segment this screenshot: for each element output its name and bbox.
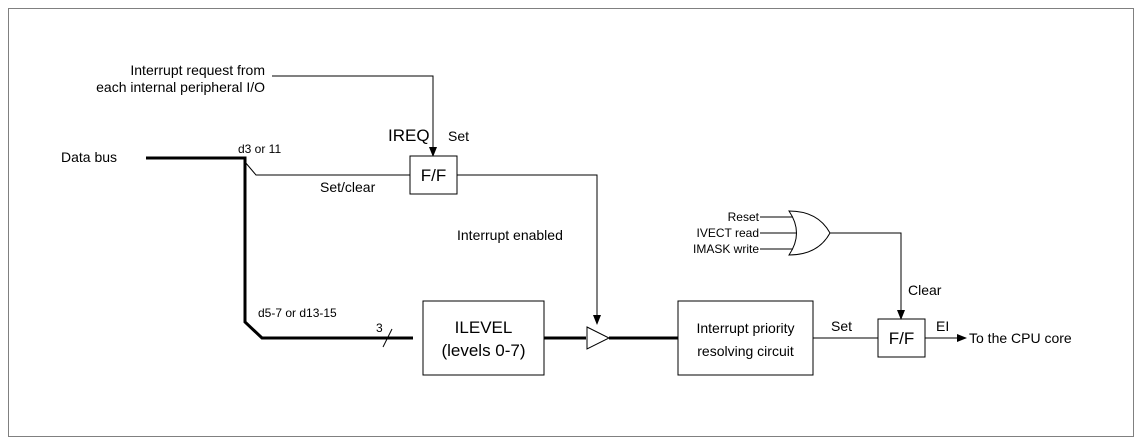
bus-bits-level-label: d5-7 or d13-15	[258, 306, 337, 320]
ei-flip-flop-label: F/F	[889, 329, 915, 348]
or-input-imask-label: IMASK write	[693, 242, 759, 256]
interrupt-request-label-line1: Interrupt request from	[130, 62, 265, 78]
data-bus-line	[146, 156, 413, 340]
bus-width-slash	[382, 328, 393, 348]
bus-width-label: 3	[376, 321, 383, 335]
ei-set-label: Set	[831, 318, 852, 334]
or-input-ivect-label: IVECT read	[697, 226, 759, 240]
interrupt-enabled-line	[457, 174, 601, 325]
clear-label: Clear	[908, 282, 942, 298]
set-clear-line	[244, 161, 410, 176]
or-input-reset-label: Reset	[728, 210, 760, 224]
or-gate	[788, 210, 831, 256]
set-clear-label: Set/clear	[320, 179, 376, 195]
priority-resolver-label-line2: resolving circuit	[697, 343, 794, 359]
ilevel-label-line2: (levels 0-7)	[441, 341, 525, 360]
ireq-flip-flop-label: F/F	[421, 166, 447, 185]
ireq-set-label: Set	[448, 128, 469, 144]
interrupt-enable-buffer	[586, 326, 611, 350]
bus-bits-irq-label: d3 or 11	[238, 142, 281, 156]
diagram-frame	[8, 8, 1134, 437]
ei-output-label: EI	[936, 318, 949, 334]
interrupt-request-label-line2: each internal peripheral I/O	[96, 79, 265, 95]
ireq-label: IREQ	[388, 126, 430, 145]
ilevel-box	[422, 300, 545, 376]
priority-resolver-box	[677, 300, 814, 376]
cpu-core-label: To the CPU core	[969, 330, 1072, 346]
data-bus-label: Data bus	[61, 149, 117, 165]
clear-line	[830, 232, 905, 320]
interrupt-request-line	[272, 75, 437, 157]
ilevel-label-line1: ILEVEL	[455, 318, 513, 337]
priority-resolver-label-line1: Interrupt priority	[696, 320, 794, 336]
interrupt-enabled-label: Interrupt enabled	[457, 227, 563, 243]
